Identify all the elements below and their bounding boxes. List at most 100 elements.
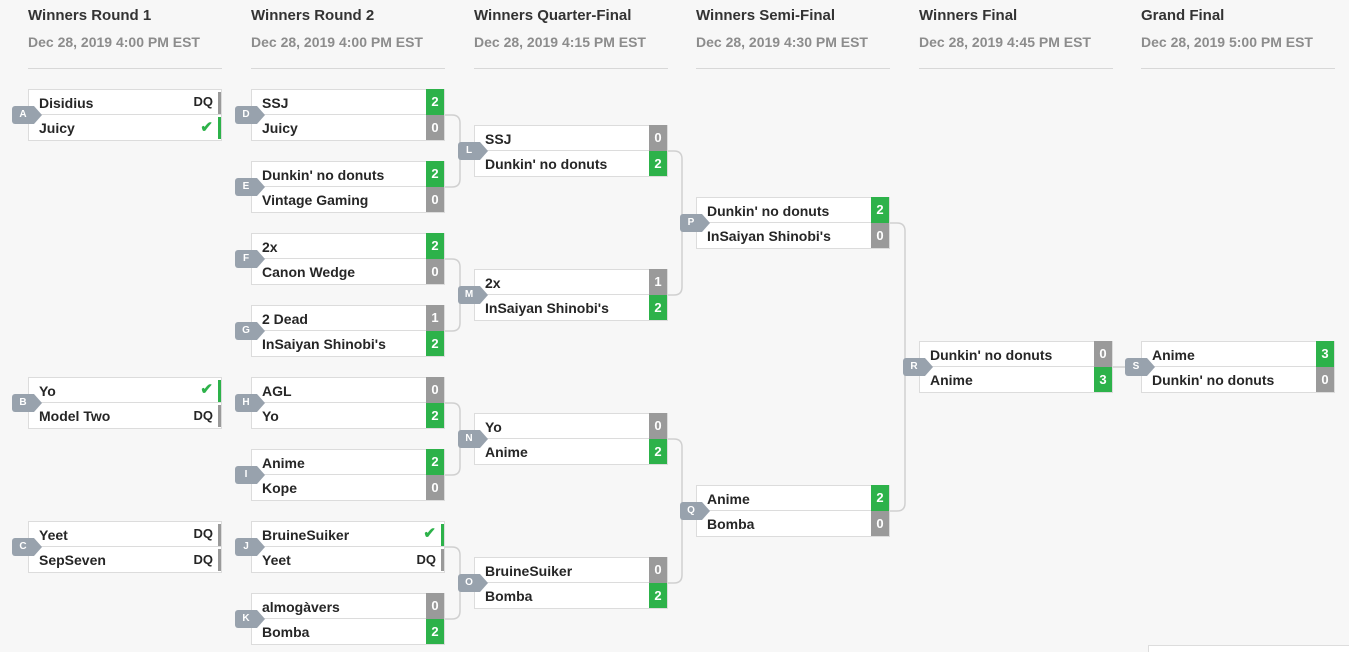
player-slot[interactable]: SepSeven DQ	[28, 547, 222, 573]
player-slot[interactable]: Yeet DQ	[28, 521, 222, 547]
match-card[interactable]: Yeet DQ SepSeven DQ	[28, 521, 222, 573]
match-card[interactable]: Anime 2 Kope 0	[251, 449, 445, 501]
player-slot[interactable]: Dunkin' no donuts 2	[474, 151, 668, 177]
score: 3	[1316, 341, 1334, 367]
player-slot[interactable]: Yo 0	[474, 413, 668, 439]
checkmark-icon: ✔	[200, 381, 213, 398]
match-id-badge: F	[235, 250, 265, 268]
player-slot[interactable]: Bomba 0	[696, 511, 890, 537]
player-slot[interactable]: Bomba 2	[474, 583, 668, 609]
player-slot[interactable]: Canon Wedge 0	[251, 259, 445, 285]
player-name: Juicy	[262, 120, 298, 136]
player-slot[interactable]: Yo 2	[251, 403, 445, 429]
player-slot[interactable]: Anime 2	[474, 439, 668, 465]
match-card[interactable]: Anime 3 Dunkin' no donuts 0	[1141, 341, 1335, 393]
match-card[interactable]: Anime 2 Bomba 0	[696, 485, 890, 537]
player-slot[interactable]: Dunkin' no donuts 2	[251, 161, 445, 187]
score: 0	[426, 259, 444, 284]
match-card[interactable]: BruineSuiker ✔ Yeet DQ	[251, 521, 445, 573]
loser-indicator	[218, 549, 221, 571]
player-slot[interactable]: Anime 2	[251, 449, 445, 475]
player-slot[interactable]: Disidius DQ	[28, 89, 222, 115]
score-dq: DQ	[193, 94, 214, 109]
player-slot[interactable]: Bomba 2	[251, 619, 445, 645]
match-card[interactable]: Dunkin' no donuts 2 Vintage Gaming 0	[251, 161, 445, 213]
player-slot[interactable]: BruineSuiker 0	[474, 557, 668, 583]
score: 0	[426, 377, 444, 403]
player-name: Yo	[485, 419, 502, 435]
player-slot[interactable]: InSaiyan Shinobi's 2	[474, 295, 668, 321]
player-name: Bomba	[707, 516, 755, 532]
player-name: 2x	[485, 275, 501, 291]
player-slot[interactable]: Dunkin' no donuts 0	[919, 341, 1113, 367]
player-slot[interactable]: AGL 0	[251, 377, 445, 403]
match-card[interactable]: 2 Dead 1 InSaiyan Shinobi's 2	[251, 305, 445, 357]
player-name: Anime	[262, 455, 305, 471]
divider	[251, 68, 445, 69]
player-name: Anime	[707, 491, 750, 507]
player-slot[interactable]: 2 Dead 1	[251, 305, 445, 331]
player-slot[interactable]: Kope 0	[251, 475, 445, 501]
score-dq: DQ	[193, 526, 214, 541]
loser-indicator	[218, 405, 221, 427]
player-slot[interactable]: InSaiyan Shinobi's 0	[696, 223, 890, 249]
match-card[interactable]: BruineSuiker 0 Bomba 2	[474, 557, 668, 609]
round-date: Dec 28, 2019 5:00 PM EST	[1141, 34, 1313, 50]
player-name: Anime	[1152, 347, 1195, 363]
match-card[interactable]: almogàvers 0 Bomba 2	[251, 593, 445, 645]
player-name: BruineSuiker	[262, 527, 350, 543]
match-id-badge: O	[458, 574, 488, 592]
player-slot[interactable]: Dunkin' no donuts 2	[696, 197, 890, 223]
match-card[interactable]: Disidius DQ Juicy ✔	[28, 89, 222, 141]
player-slot[interactable]: InSaiyan Shinobi's 2	[251, 331, 445, 357]
match-card[interactable]: Yo ✔ Model Two DQ	[28, 377, 222, 429]
score: 2	[426, 331, 444, 356]
match-card[interactable]: 2x 1 InSaiyan Shinobi's 2	[474, 269, 668, 321]
player-slot[interactable]: Vintage Gaming 0	[251, 187, 445, 213]
player-slot[interactable]: Juicy 0	[251, 115, 445, 141]
player-name: AGL	[262, 383, 292, 399]
player-slot[interactable]: SSJ 0	[474, 125, 668, 151]
round-title: Winners Round 2	[251, 7, 375, 24]
match-id-badge: R	[903, 358, 933, 376]
score-dq: DQ	[416, 552, 437, 567]
player-name: Dunkin' no donuts	[1152, 372, 1275, 388]
player-slot[interactable]: almogàvers 0	[251, 593, 445, 619]
match-id-badge: H	[235, 394, 265, 412]
player-slot[interactable]: Anime 3	[1141, 341, 1335, 367]
player-slot[interactable]: 2x 2	[251, 233, 445, 259]
player-name: InSaiyan Shinobi's	[485, 300, 609, 316]
score: 1	[426, 305, 444, 331]
player-slot[interactable]: Juicy ✔	[28, 115, 222, 141]
match-card[interactable]: 2x 2 Canon Wedge 0	[251, 233, 445, 285]
match-card[interactable]: SSJ 2 Juicy 0	[251, 89, 445, 141]
score: 0	[649, 125, 667, 151]
player-name: Dunkin' no donuts	[262, 167, 385, 183]
divider	[696, 68, 890, 69]
player-slot[interactable]: Anime 2	[696, 485, 890, 511]
score: 2	[426, 619, 444, 644]
match-card[interactable]: AGL 0 Yo 2	[251, 377, 445, 429]
player-slot[interactable]: Dunkin' no donuts 0	[1141, 367, 1335, 393]
score: 0	[649, 413, 667, 439]
divider	[28, 68, 222, 69]
player-slot[interactable]: Model Two DQ	[28, 403, 222, 429]
player-slot[interactable]: Anime 3	[919, 367, 1113, 393]
score: 0	[1316, 367, 1334, 392]
player-name: Yo	[262, 408, 279, 424]
match-card[interactable]: Dunkin' no donuts 2 InSaiyan Shinobi's 0	[696, 197, 890, 249]
score: 0	[649, 557, 667, 583]
player-slot[interactable]: Yo ✔	[28, 377, 222, 403]
player-slot[interactable]: BruineSuiker ✔	[251, 521, 445, 547]
player-name: Dunkin' no donuts	[485, 156, 608, 172]
match-id-badge: Q	[680, 502, 710, 520]
match-card[interactable]: Dunkin' no donuts 0 Anime 3	[919, 341, 1113, 393]
match-card[interactable]: SSJ 0 Dunkin' no donuts 2	[474, 125, 668, 177]
match-id-badge: E	[235, 178, 265, 196]
match-id-badge: G	[235, 322, 265, 340]
round-title: Winners Semi-Final	[696, 7, 836, 24]
player-slot[interactable]: 2x 1	[474, 269, 668, 295]
match-card[interactable]: Yo 0 Anime 2	[474, 413, 668, 465]
player-slot[interactable]: SSJ 2	[251, 89, 445, 115]
player-slot[interactable]: Yeet DQ	[251, 547, 445, 573]
